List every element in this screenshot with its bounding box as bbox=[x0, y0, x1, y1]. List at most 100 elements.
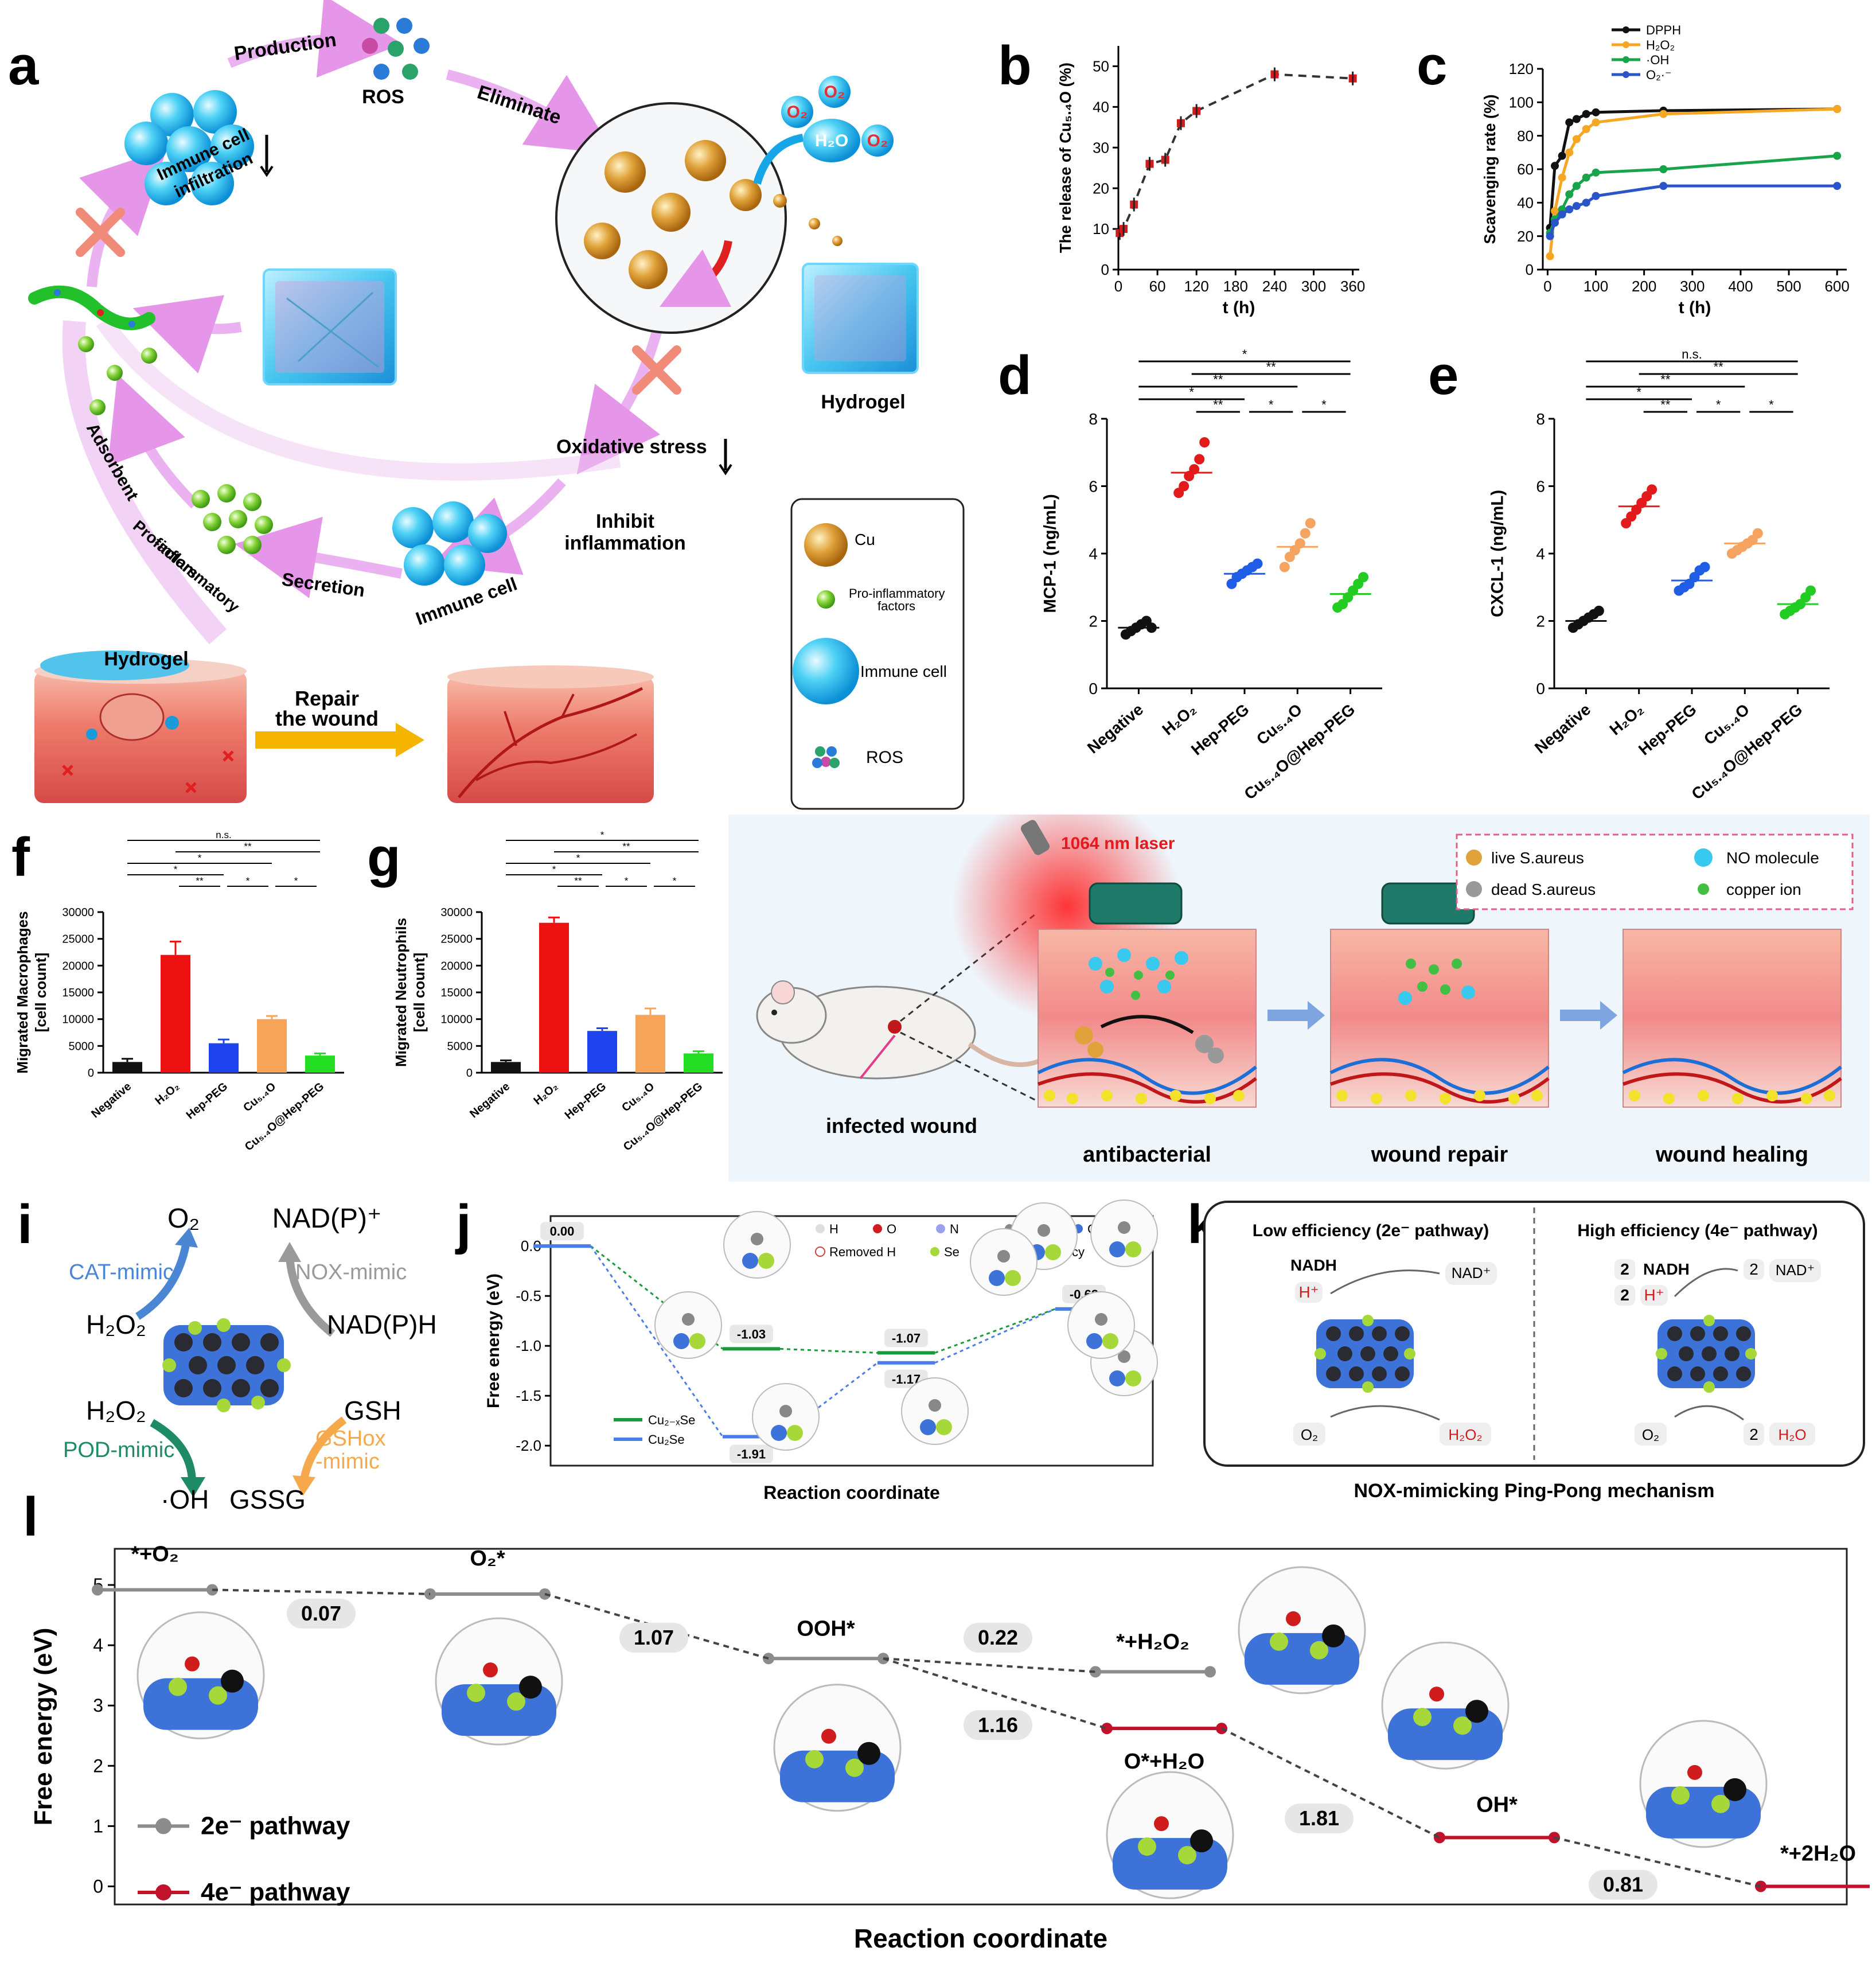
structure-atom bbox=[1453, 1716, 1472, 1735]
bar bbox=[635, 1015, 666, 1073]
panel-k-schematic: Low efficiency (2e⁻ pathway) High effici… bbox=[1203, 1201, 1865, 1502]
secretion-arrow bbox=[234, 516, 403, 598]
laser-label: 1064 nm laser bbox=[1061, 834, 1175, 853]
block-x-left bbox=[76, 208, 125, 257]
x-tick-label: 240 bbox=[1262, 278, 1287, 295]
y-tick-label: 40 bbox=[1517, 194, 1534, 211]
data-point bbox=[1199, 437, 1210, 448]
data-point bbox=[1179, 481, 1189, 492]
factor-cluster bbox=[192, 484, 273, 554]
legend-label: O₂·⁻ bbox=[1646, 68, 1672, 82]
structure-atom bbox=[1118, 1221, 1130, 1234]
step-barrier-bg bbox=[964, 1622, 1032, 1653]
significance-label: * bbox=[1189, 385, 1194, 399]
structure-atom bbox=[689, 1333, 705, 1349]
x-axis-title: t (h) bbox=[1679, 298, 1711, 317]
panel-letter-j: j bbox=[456, 1194, 471, 1255]
series-point bbox=[1833, 151, 1842, 160]
atom-legend-label: Removed H bbox=[829, 1245, 896, 1259]
structure-atom bbox=[1109, 1370, 1125, 1386]
legend-box bbox=[790, 498, 965, 810]
structure-atom bbox=[1109, 1241, 1125, 1257]
significance-label: ** bbox=[1660, 398, 1671, 412]
hydrogel-cube-right bbox=[802, 263, 919, 374]
y-axis-title-unit: [cell count] bbox=[411, 953, 428, 1033]
y-tick-label: 0 bbox=[1536, 680, 1545, 698]
bar bbox=[539, 922, 570, 1073]
k-nad-left: NAD⁺ bbox=[1452, 1264, 1491, 1281]
y-axis-title: The release of Cu₅.₄O (%) bbox=[1056, 63, 1074, 253]
i-nox-mimic: NOX-mimic bbox=[295, 1260, 407, 1284]
structure-atom bbox=[1102, 1333, 1118, 1349]
series-point bbox=[1592, 118, 1600, 127]
step-barrier: 1.81 bbox=[1299, 1806, 1339, 1830]
legend-immune-icon bbox=[793, 638, 859, 704]
structure-atom bbox=[771, 1425, 787, 1441]
i-gshox-1: GSHox bbox=[315, 1427, 385, 1451]
y-axis-title: CXCL-1 (ng/mL) bbox=[1488, 490, 1507, 617]
y-tick-label: 10000 bbox=[440, 1014, 473, 1026]
energy-connector bbox=[934, 1308, 1056, 1364]
energy-value: -1.03 bbox=[737, 1327, 766, 1341]
x-tick-label: 200 bbox=[1632, 278, 1656, 295]
significance-label: * bbox=[576, 852, 580, 863]
data-point bbox=[1752, 528, 1763, 539]
level-end bbox=[92, 1584, 103, 1596]
k-low-title: Low efficiency (2e⁻ pathway) bbox=[1253, 1221, 1489, 1240]
significance-label: ** bbox=[622, 841, 630, 852]
x-tick-label: 400 bbox=[1728, 278, 1753, 295]
structure-atom bbox=[1118, 1350, 1130, 1363]
atom-legend-label: H bbox=[829, 1222, 838, 1236]
k-two-h2o: 2 bbox=[1749, 1425, 1758, 1443]
structure-atom bbox=[779, 1405, 792, 1417]
nanocrystal-i bbox=[162, 1318, 291, 1412]
bar bbox=[112, 1062, 143, 1073]
atom-legend-icon bbox=[930, 1247, 939, 1256]
panel-letter-a: a bbox=[8, 35, 39, 96]
series-point bbox=[1572, 135, 1581, 143]
eliminate-arrow bbox=[446, 69, 614, 154]
data-point bbox=[1593, 605, 1604, 616]
level-end bbox=[1434, 1832, 1445, 1844]
state-label: OOH* bbox=[797, 1616, 855, 1641]
y-tick-label: 2 bbox=[1089, 612, 1098, 630]
structure-atom bbox=[1687, 1764, 1702, 1780]
step-barrier: 0.07 bbox=[301, 1602, 341, 1625]
structure-atom bbox=[920, 1419, 936, 1435]
series-point bbox=[1572, 115, 1581, 123]
structure-atom bbox=[1095, 1313, 1107, 1326]
y-tick-label: -0.5 bbox=[516, 1287, 541, 1304]
hydrogel-cube-center bbox=[263, 268, 397, 385]
legend-label: 4e⁻ pathway bbox=[201, 1878, 350, 1906]
legend-ros-icon bbox=[812, 746, 840, 768]
step-barrier-bg bbox=[964, 1710, 1032, 1740]
hydrogel-label-right: Hydrogel bbox=[821, 391, 905, 413]
i-gssg: GSSG bbox=[229, 1485, 306, 1514]
level-end bbox=[206, 1584, 218, 1596]
wound-skin-block bbox=[34, 650, 247, 803]
structure-atom bbox=[751, 1233, 763, 1245]
label-oxidative-stress: Oxidative stress bbox=[556, 436, 707, 458]
i-h2o2-top: H₂O₂ bbox=[86, 1310, 146, 1339]
x-tick-label: Negative bbox=[1084, 700, 1146, 757]
significance-label: * bbox=[552, 864, 556, 875]
label-inhibit-2: inflammation bbox=[564, 532, 686, 554]
level-end bbox=[877, 1653, 889, 1665]
atom-legend-icon bbox=[815, 1247, 825, 1257]
state-label: *+2H₂O bbox=[1780, 1841, 1856, 1865]
panel-letter-i: i bbox=[17, 1194, 33, 1255]
energy-value: -1.91 bbox=[737, 1447, 766, 1462]
series-point bbox=[1833, 182, 1842, 190]
i-pod-mimic: POD-mimic bbox=[63, 1438, 174, 1462]
series-point bbox=[1551, 162, 1559, 170]
significance-label: ** bbox=[1266, 360, 1277, 374]
release-curve bbox=[1118, 73, 1353, 234]
y-tick-label: 2 bbox=[1536, 612, 1545, 630]
energy-value: -1.07 bbox=[892, 1331, 921, 1345]
k-hplus-right: H⁺ bbox=[1644, 1286, 1664, 1304]
structure-atom bbox=[1045, 1244, 1061, 1260]
data-point bbox=[1252, 558, 1263, 569]
structure-atom bbox=[821, 1728, 836, 1744]
immune-cell-cluster-top bbox=[124, 90, 254, 205]
